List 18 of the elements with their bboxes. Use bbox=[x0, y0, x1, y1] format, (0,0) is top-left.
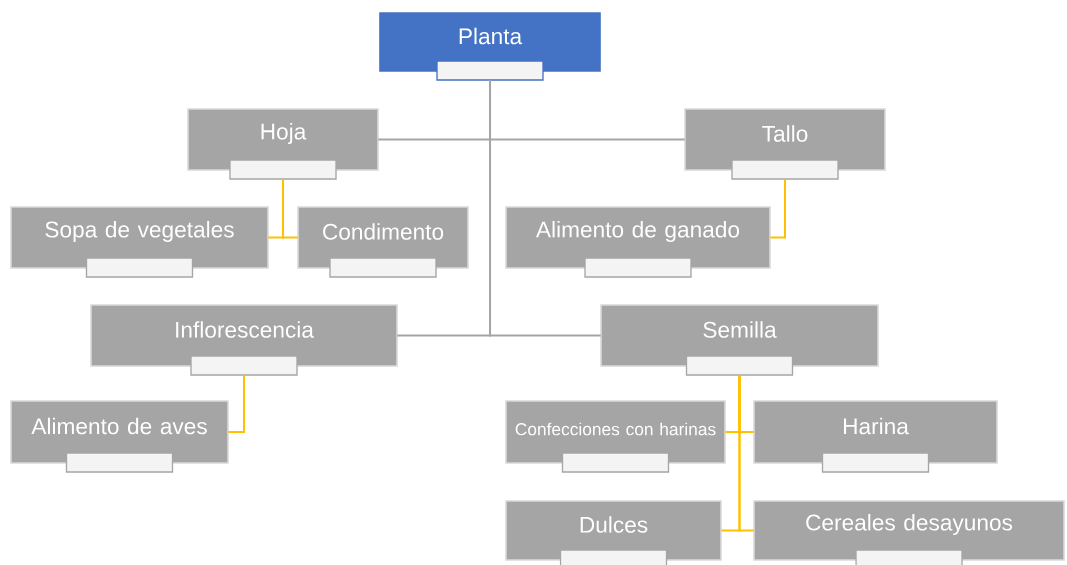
org-chart-box: Sopa de vegetales bbox=[10, 206, 269, 278]
connector-line bbox=[227, 374, 245, 433]
connector-line bbox=[738, 374, 755, 532]
org-chart-box: Condimento bbox=[297, 206, 469, 278]
connector-line bbox=[769, 178, 786, 239]
connector-line bbox=[489, 79, 602, 337]
org-chart-box: Tallo bbox=[684, 108, 886, 180]
org-chart-box: Alimento de ganado bbox=[505, 206, 771, 278]
org-chart-box: Harina bbox=[753, 400, 998, 473]
org-chart-box: Planta bbox=[379, 12, 601, 81]
org-chart-box: Semilla bbox=[600, 304, 879, 376]
org-chart-box: Inflorescencia bbox=[90, 304, 398, 376]
connector-line bbox=[282, 178, 299, 239]
org-chart-box: Dulces bbox=[505, 500, 722, 565]
org-chart-box: Cereales desayunos bbox=[753, 500, 1065, 565]
org-chart-box: Alimento de aves bbox=[10, 400, 229, 473]
org-chart-box: Confecciones con harinas bbox=[505, 400, 726, 473]
org-chart-box: Hoja bbox=[187, 108, 379, 180]
